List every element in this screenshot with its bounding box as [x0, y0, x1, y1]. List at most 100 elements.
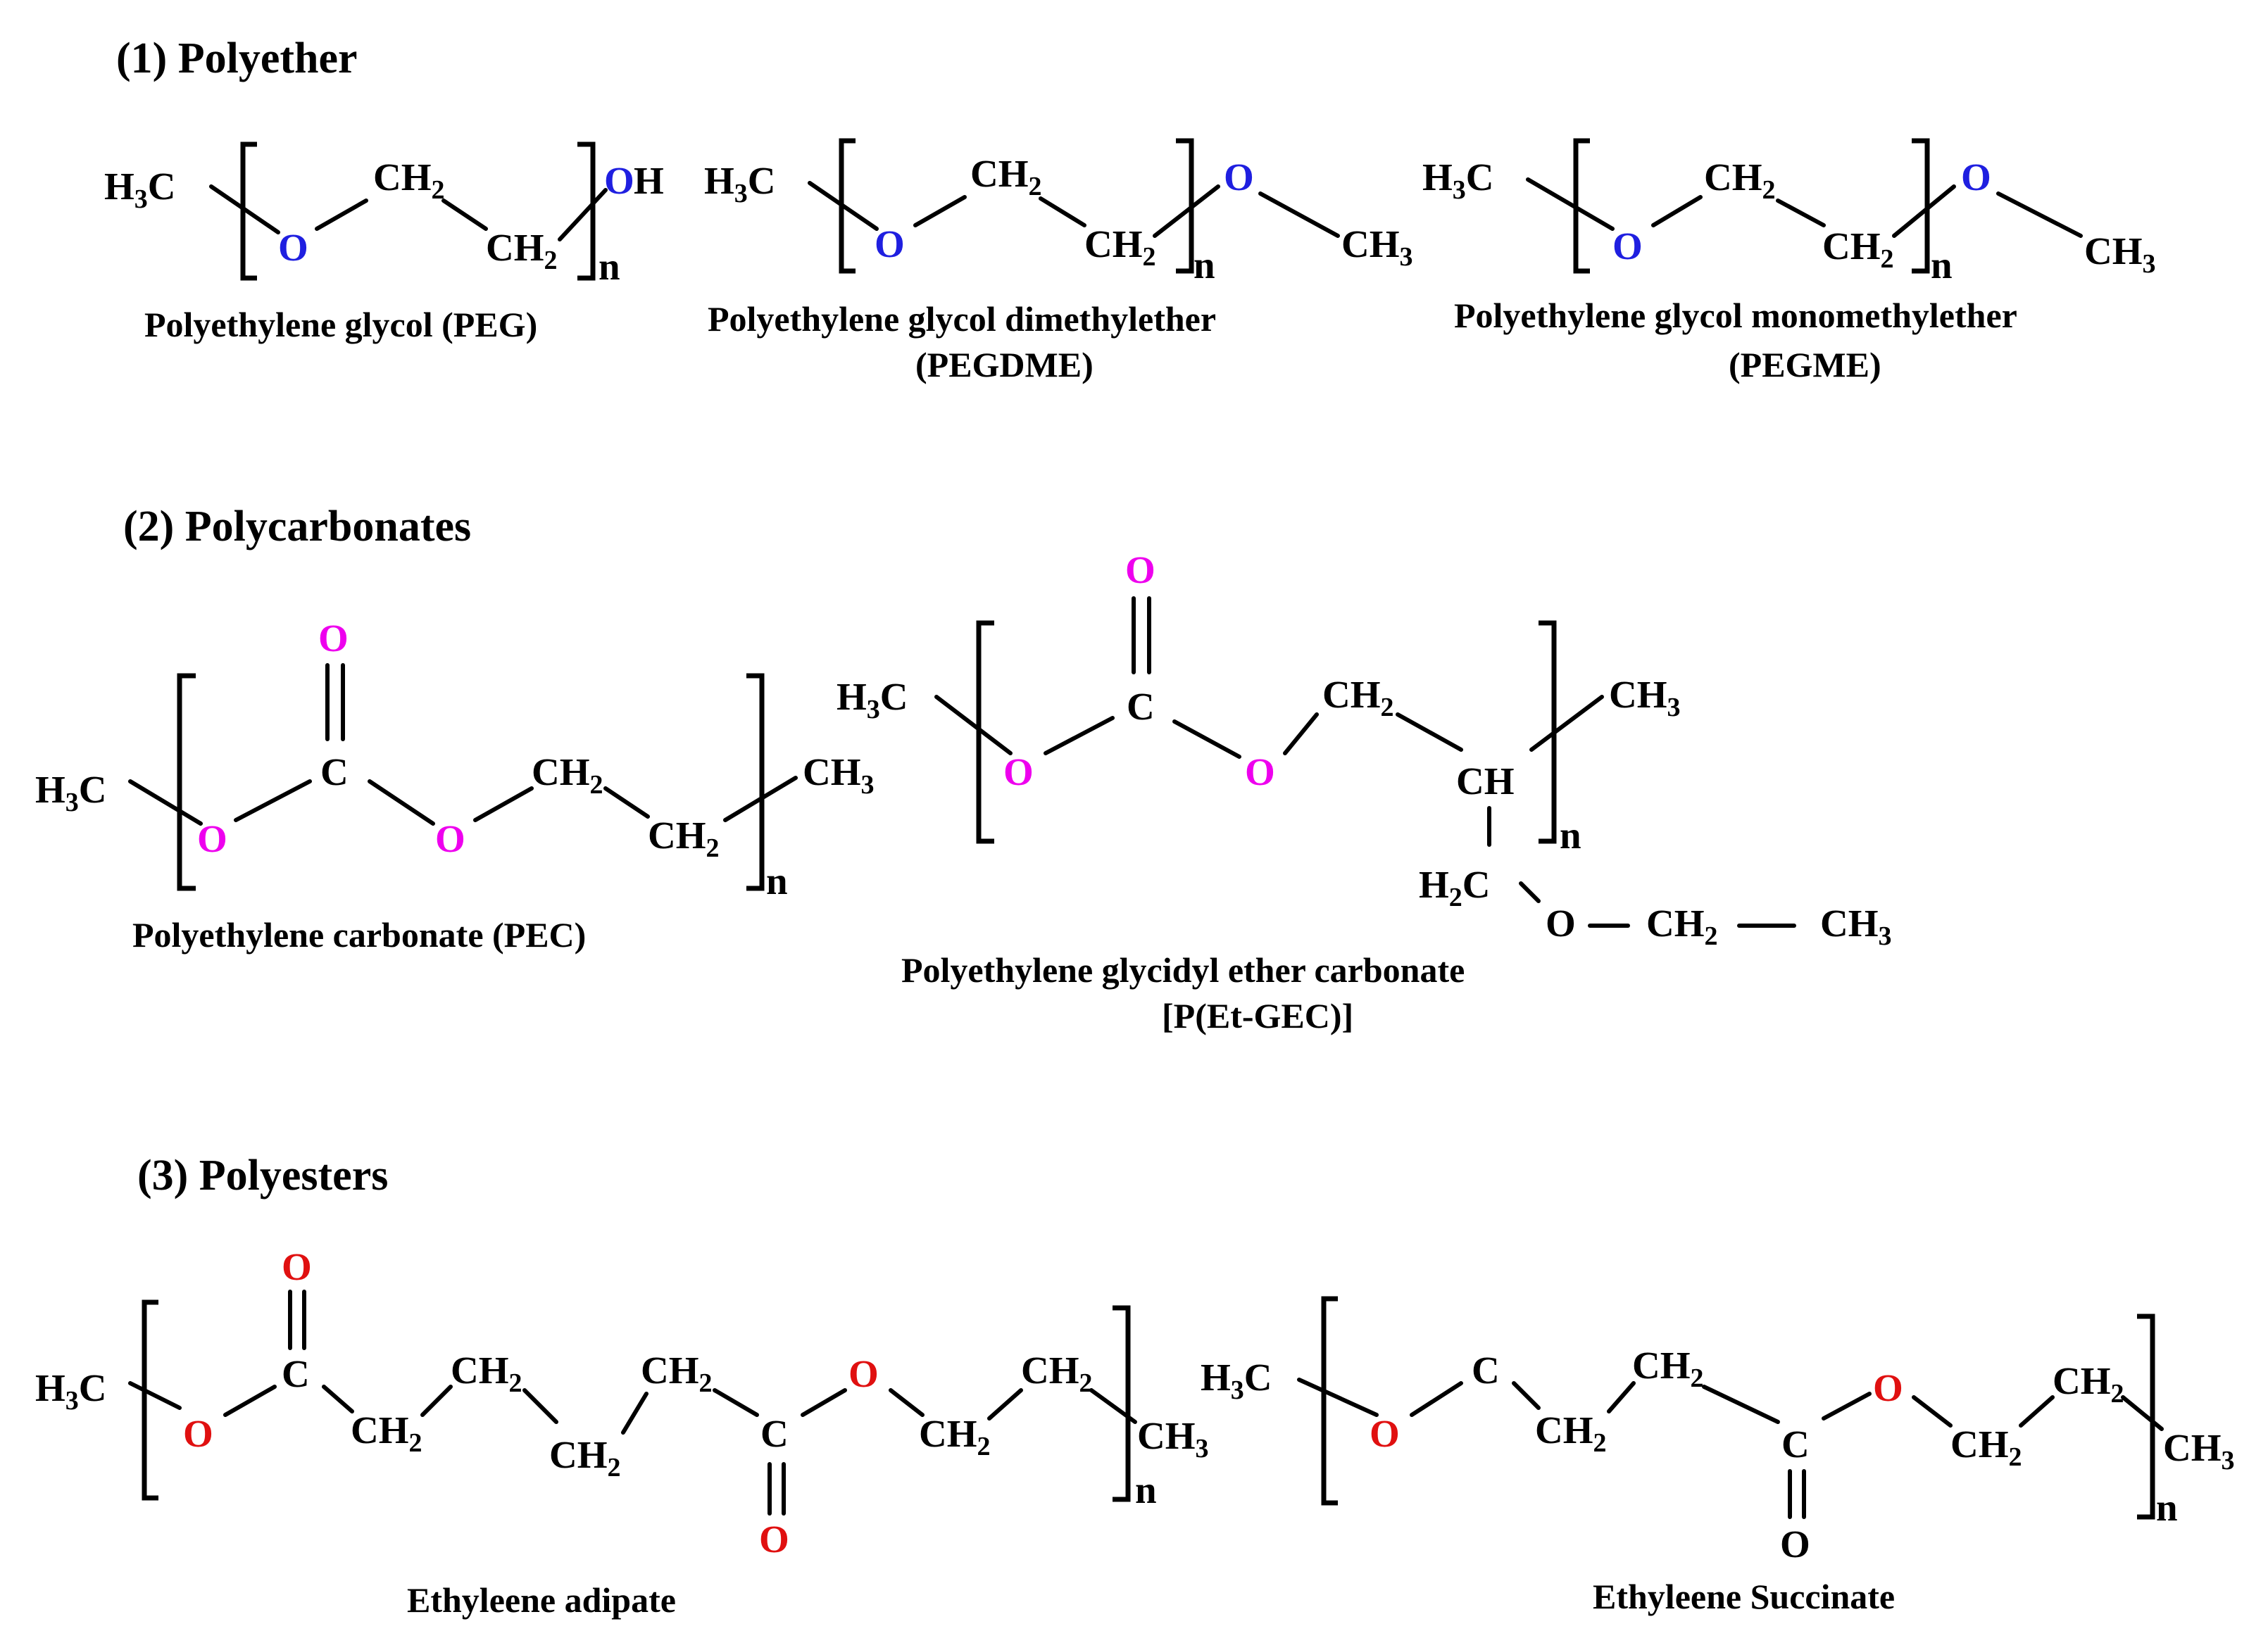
ch2-group: CH2 — [1646, 902, 1718, 951]
bracket-left — [976, 620, 994, 844]
bond — [1651, 195, 1703, 227]
bond — [1258, 191, 1340, 238]
bond — [1822, 1392, 1872, 1421]
carbonyl-carbon: C — [320, 750, 349, 793]
methyl-group: CH3 — [803, 750, 875, 800]
bracket-right — [1539, 620, 1557, 844]
bracket-right — [746, 673, 765, 891]
carbonyl-oxygen: O — [759, 1518, 789, 1561]
methyl-group: CH3 — [1609, 673, 1681, 722]
methyl-group: H3C — [104, 165, 176, 214]
ch2-group: H2C — [1419, 863, 1491, 912]
ch2-group: CH2 — [351, 1409, 422, 1458]
heading-polyesters: (3) Polyesters — [137, 1152, 388, 1199]
heading-polyether: (1) Polyether — [116, 34, 358, 82]
bond — [1153, 184, 1220, 238]
structure-pec: H3C O C O O CH2 CH2 n CH3 Polyethylene c… — [35, 617, 875, 955]
methyl-group: H3C — [1422, 156, 1494, 205]
structure-ethylene-adipate: H3C O C O CH2 CH2 CH2 CH2 C O O CH2 CH2 … — [35, 1245, 1209, 1620]
repeat-n: n — [599, 245, 620, 288]
ch2-group: CH2 — [1535, 1409, 1607, 1458]
bond — [1297, 1378, 1379, 1417]
ch2-group: CH2 — [1704, 156, 1776, 205]
bond — [1702, 1385, 1780, 1424]
caption-pegdme-abbr: (PEGDME) — [915, 345, 1094, 384]
oxygen-atom: O — [875, 222, 905, 265]
ch2-group: CH2 — [1021, 1349, 1093, 1398]
bond — [1172, 719, 1241, 759]
methyl-group: CH3 — [1341, 222, 1413, 272]
bond — [522, 1388, 558, 1424]
bond — [1519, 881, 1541, 903]
repeat-n: n — [1560, 814, 1581, 857]
oxygen-atom: O — [435, 817, 465, 860]
bond — [1512, 1381, 1541, 1410]
carbonyl-carbon: C — [282, 1352, 310, 1395]
ch2-group: CH2 — [970, 152, 1042, 201]
bond — [2019, 1395, 2055, 1428]
bond — [1892, 184, 1956, 238]
bond — [1607, 1381, 1636, 1413]
bracket-right — [1113, 1305, 1131, 1502]
bond — [322, 1385, 354, 1413]
carbonyl-carbon: C — [1472, 1349, 1500, 1392]
ch2-group: CH2 — [641, 1349, 713, 1398]
bracket-right — [2137, 1314, 2155, 1520]
oxygen-atom: O — [278, 226, 308, 269]
bracket-left — [177, 673, 196, 891]
ch2-group: CH2 — [1632, 1344, 1704, 1393]
ch2-group: CH2 — [919, 1412, 991, 1461]
carbonyl-oxygen: O — [1780, 1523, 1810, 1566]
bracket-right — [577, 141, 596, 281]
bond — [1529, 695, 1604, 752]
methyl-group: H3C — [35, 768, 107, 817]
bond — [1776, 199, 1826, 227]
oxygen-atom: O — [1224, 156, 1254, 199]
caption-p-et-gec-abbr: [P(Et-GEC)] — [1162, 996, 1353, 1035]
caption-ethylene-succinate: Ethyleene Succinate — [1593, 1577, 1895, 1616]
bond — [368, 779, 435, 826]
heading-polycarbonates: (2) Polycarbonates — [123, 503, 471, 550]
ch2-group: CH2 — [373, 156, 445, 205]
methyl-group: CH3 — [2163, 1426, 2235, 1475]
bond — [128, 779, 203, 826]
methyl-group: H3C — [35, 1366, 107, 1416]
oxygen-atom: O — [1612, 225, 1643, 267]
ch2-group: CH2 — [532, 750, 603, 800]
bond — [713, 1388, 759, 1417]
ch2-group: CH2 — [2053, 1359, 2124, 1409]
ch2-group: CH2 — [648, 814, 720, 863]
methyl-group: CH3 — [1137, 1414, 1209, 1463]
bond — [801, 1388, 847, 1417]
bracket-left — [240, 141, 257, 281]
repeat-n: n — [1135, 1468, 1157, 1511]
bond — [889, 1388, 925, 1417]
bond — [913, 195, 967, 227]
carbonyl-carbon: C — [1781, 1423, 1810, 1466]
methyl-group: H3C — [837, 675, 908, 724]
repeat-n: n — [766, 859, 788, 902]
caption-peg: Polyethylene glycol (PEG) — [144, 305, 537, 344]
bond — [603, 786, 650, 819]
oxygen-atom: O — [183, 1412, 213, 1455]
bond — [934, 695, 1013, 755]
methyl-group: CH3 — [2084, 229, 2156, 279]
methyl-group: H3C — [1201, 1356, 1272, 1405]
structure-pegme: H3C O CH2 CH2 n O CH3 Polyethylene glyco… — [1422, 138, 2156, 384]
bond — [234, 779, 312, 822]
bond — [1283, 712, 1319, 755]
bracket-left — [1321, 1296, 1338, 1506]
caption-p-et-gec: Polyethylene glycidyl ether carbonate — [901, 950, 1465, 990]
bond — [1039, 196, 1086, 227]
carbonyl-carbon: C — [1127, 685, 1155, 728]
ch2-group: CH2 — [1084, 222, 1156, 272]
methyl-group: H3C — [704, 159, 776, 208]
caption-pegdme: Polyethylene glycol dimethylether — [708, 299, 1216, 339]
bond — [128, 1381, 182, 1410]
caption-pegme: Polyethylene glycol monomethylether — [1454, 296, 2017, 335]
bond — [621, 1392, 649, 1435]
ch2-group: CH2 — [1322, 673, 1394, 722]
bond — [1044, 716, 1115, 755]
carbonyl-oxygen: O — [1125, 548, 1155, 591]
